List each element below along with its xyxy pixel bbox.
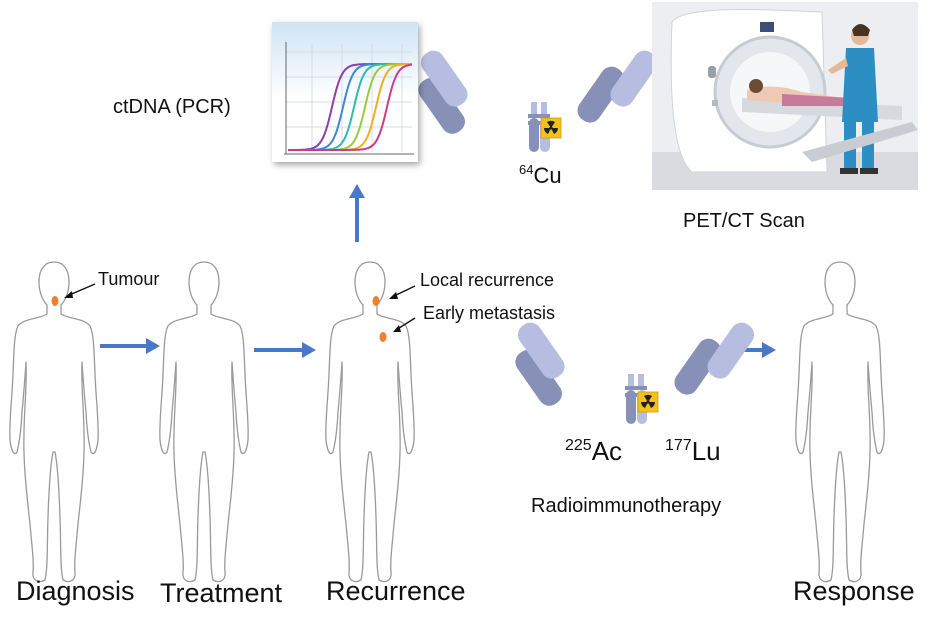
figure-treatment [159,261,249,583]
tumour-spot [51,296,59,306]
tumour-label: Tumour [98,269,160,289]
pcr-curve-chart [272,22,418,162]
figure-response [795,261,885,583]
stage-recurrence-label: Recurrence [326,576,466,606]
isotope-ac: 225Ac [565,436,623,466]
pet-ct-scanner-image [652,2,918,190]
figure-recurrence [325,261,415,583]
pcr-curve [288,63,413,151]
antibody-therapy [511,318,759,424]
ctdna-label: ctDNA (PCR) [113,96,231,118]
pcr-curve-svg [284,42,414,155]
local-recurrence-spot [372,296,380,306]
pet-ct-label: PET/CT Scan [683,210,805,232]
radiation-badge-icon [637,391,659,413]
arrow-treatment-recurrence [254,348,304,352]
pointer-arrows [64,283,416,332]
antibody-imaging [414,46,662,153]
early-metastasis-label: Early metastasis [423,303,556,323]
stage-response-label: Response [793,576,915,606]
local-recurrence-label: Local recurrence [420,270,555,290]
figure-diagnosis [9,261,99,583]
stage-treatment-label: Treatment [160,578,283,608]
arrow-diagnosis-treatment [100,344,148,348]
isotope-lu: 177Lu [665,436,721,466]
arrow-recurrence-ctdna [355,196,359,242]
isotope-cu: 64Cu [519,162,562,188]
stage-diagnosis-label: Diagnosis [16,576,135,606]
radioimmunotherapy-label: Radioimmunotherapy [531,495,722,517]
pet-ct-scanner-svg [652,2,918,190]
metastasis-spot [379,332,387,342]
radiation-badge-icon [540,117,562,139]
